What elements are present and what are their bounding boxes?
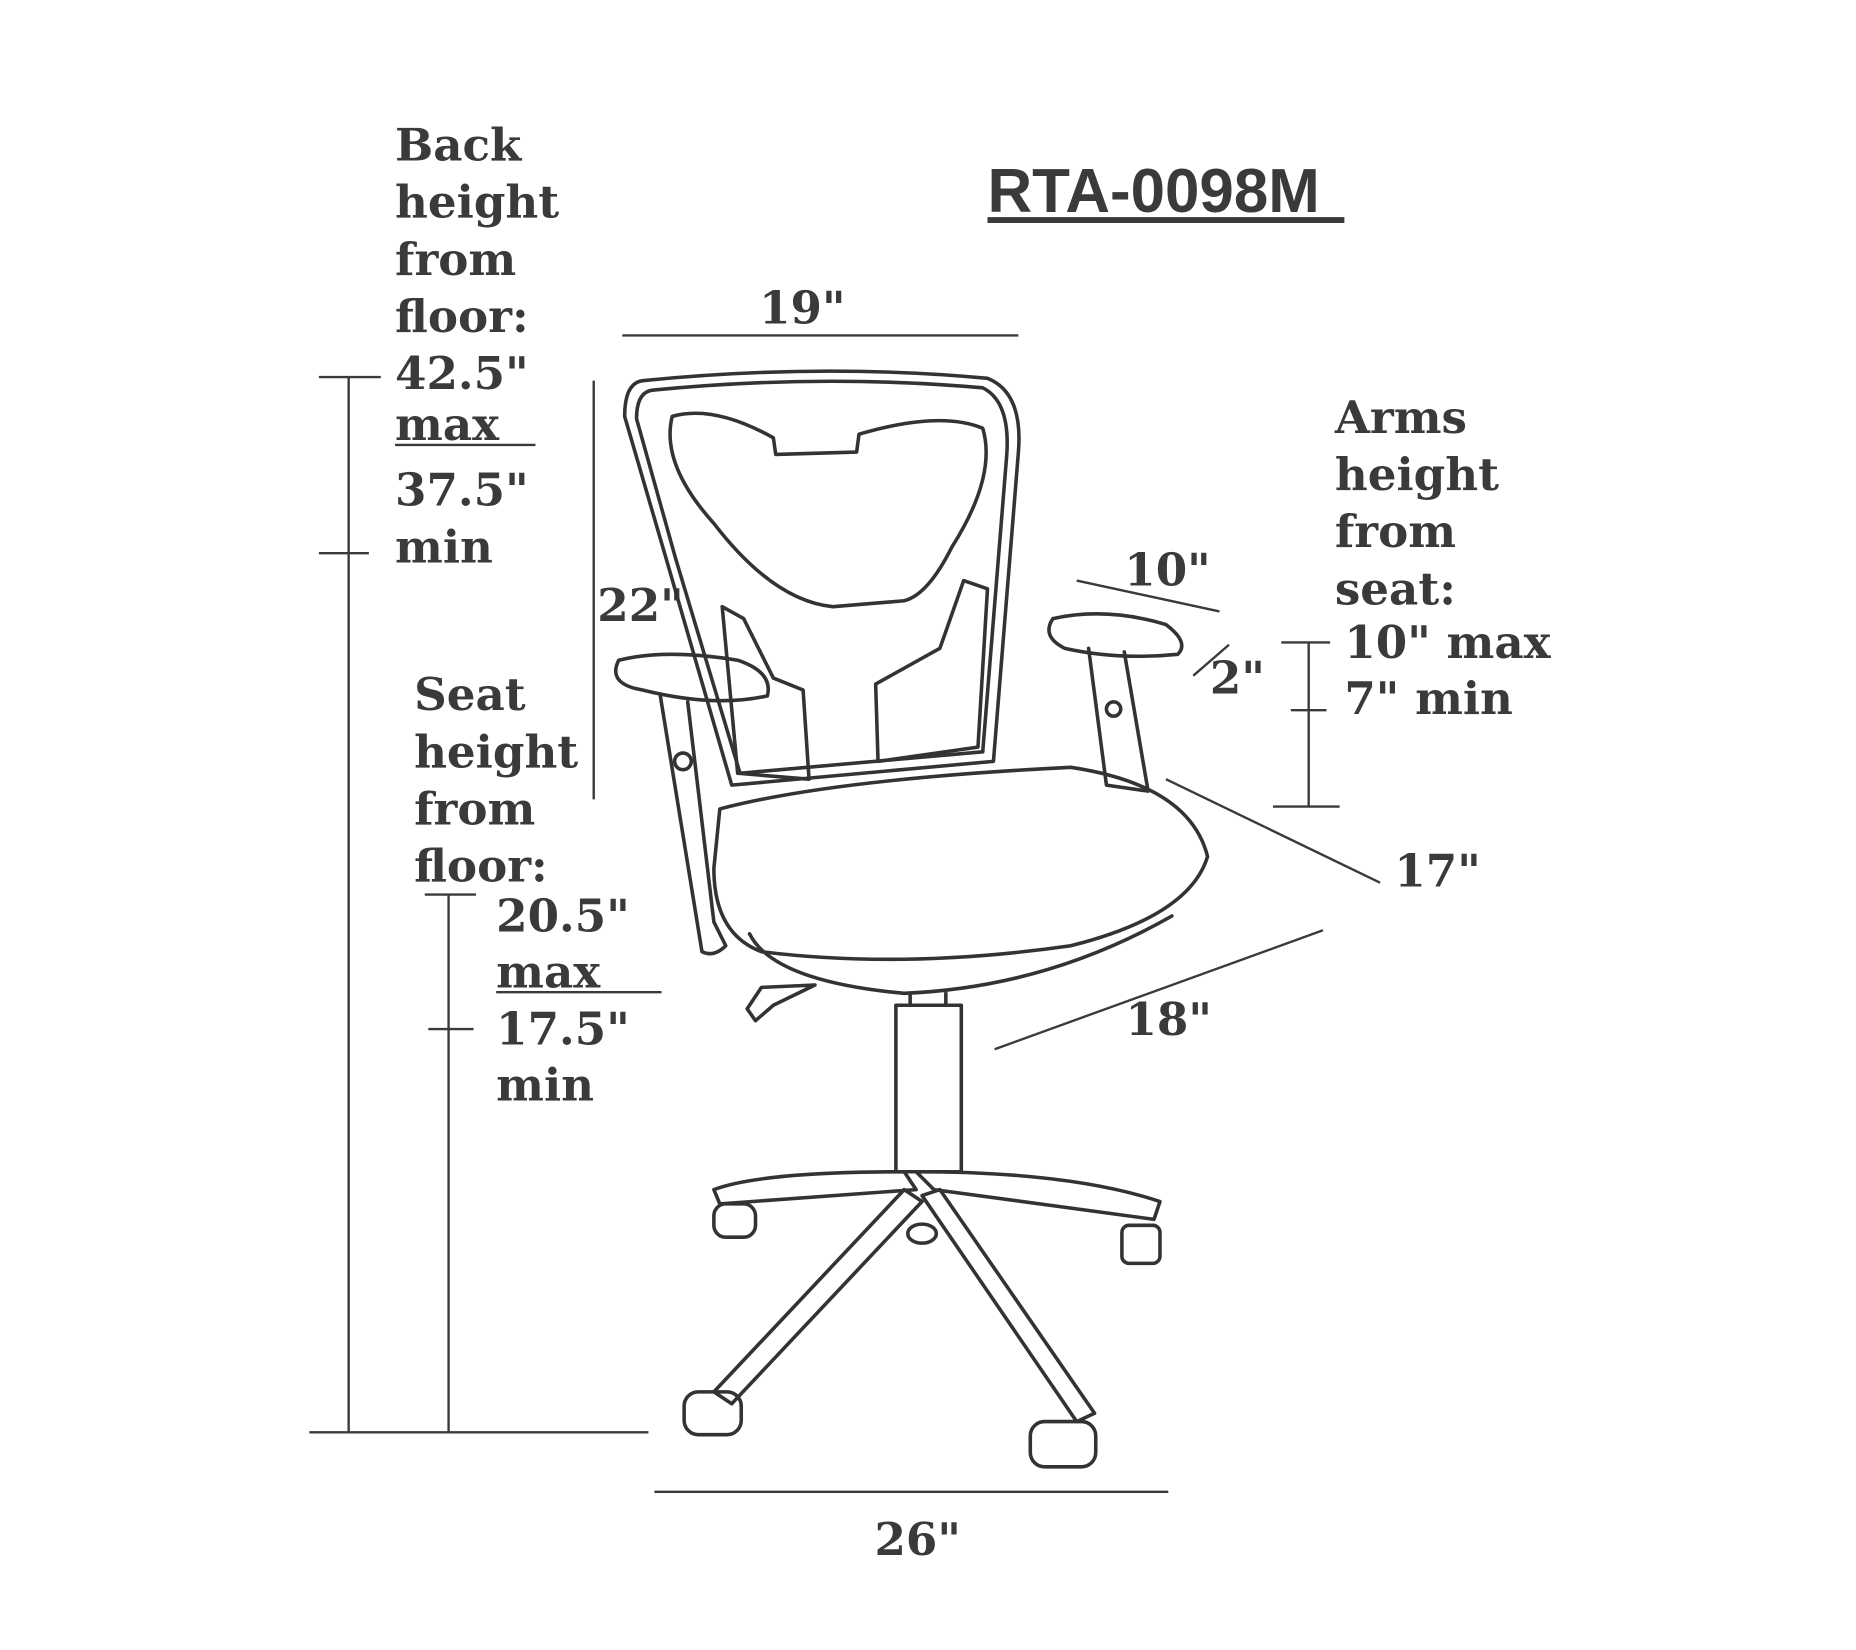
- arm-width-label: 2": [1210, 652, 1265, 705]
- arms-height-label: Arms height from seat: 10" max 7" min: [1334, 391, 1552, 725]
- seat-height-dimension-line: [424, 893, 476, 1433]
- label-line: min: [395, 521, 493, 574]
- label-line: floor:: [395, 290, 529, 343]
- label-line: max: [395, 398, 500, 451]
- seat-height-max: 20.5": [496, 889, 630, 942]
- back-width-label: 19": [759, 282, 845, 335]
- arms-height-min: 7" min: [1344, 672, 1513, 725]
- label-line: min: [496, 1058, 594, 1111]
- arm-width-line: [1192, 643, 1230, 677]
- label-line: height: [414, 725, 578, 778]
- arms-height-max: 10" max: [1344, 616, 1551, 669]
- back-height-max: 42.5": [395, 347, 529, 400]
- back-height-dimension-line: [309, 375, 649, 1434]
- backrest-height-label: 22": [597, 579, 683, 632]
- arm-length-line: [1076, 579, 1220, 613]
- model-title: RTA-0098M: [987, 157, 1319, 226]
- arms-height-dimension-line: [1272, 641, 1340, 808]
- label-line: Back: [395, 119, 523, 172]
- label-line: from: [1335, 505, 1456, 558]
- chair-illustration: [613, 369, 1210, 1469]
- seat-depth-line: [994, 929, 1324, 1051]
- label-line: height: [395, 176, 559, 229]
- seat-height-label: Seat height from floor: 20.5" max 17.5" …: [414, 668, 662, 1111]
- base-width-label: 26": [874, 1513, 960, 1566]
- seat-width-label: 17": [1394, 844, 1480, 897]
- label-line: from: [395, 233, 516, 286]
- label-line: floor:: [414, 840, 548, 893]
- label-line: max: [496, 945, 601, 998]
- back-height-min: 37.5": [395, 464, 529, 517]
- seat-width-line: [1165, 778, 1381, 884]
- label-line: from: [414, 782, 535, 835]
- label-line: Seat: [414, 668, 526, 721]
- seat-height-min: 17.5": [496, 1002, 630, 1055]
- arm-length-label: 10": [1124, 543, 1210, 596]
- label-line: seat:: [1335, 562, 1456, 615]
- seat-depth-label: 18": [1125, 993, 1211, 1046]
- label-line: height: [1335, 448, 1499, 501]
- label-line: Arms: [1334, 391, 1467, 444]
- back-height-label: Back height from floor: 42.5" max 37.5" …: [395, 119, 559, 574]
